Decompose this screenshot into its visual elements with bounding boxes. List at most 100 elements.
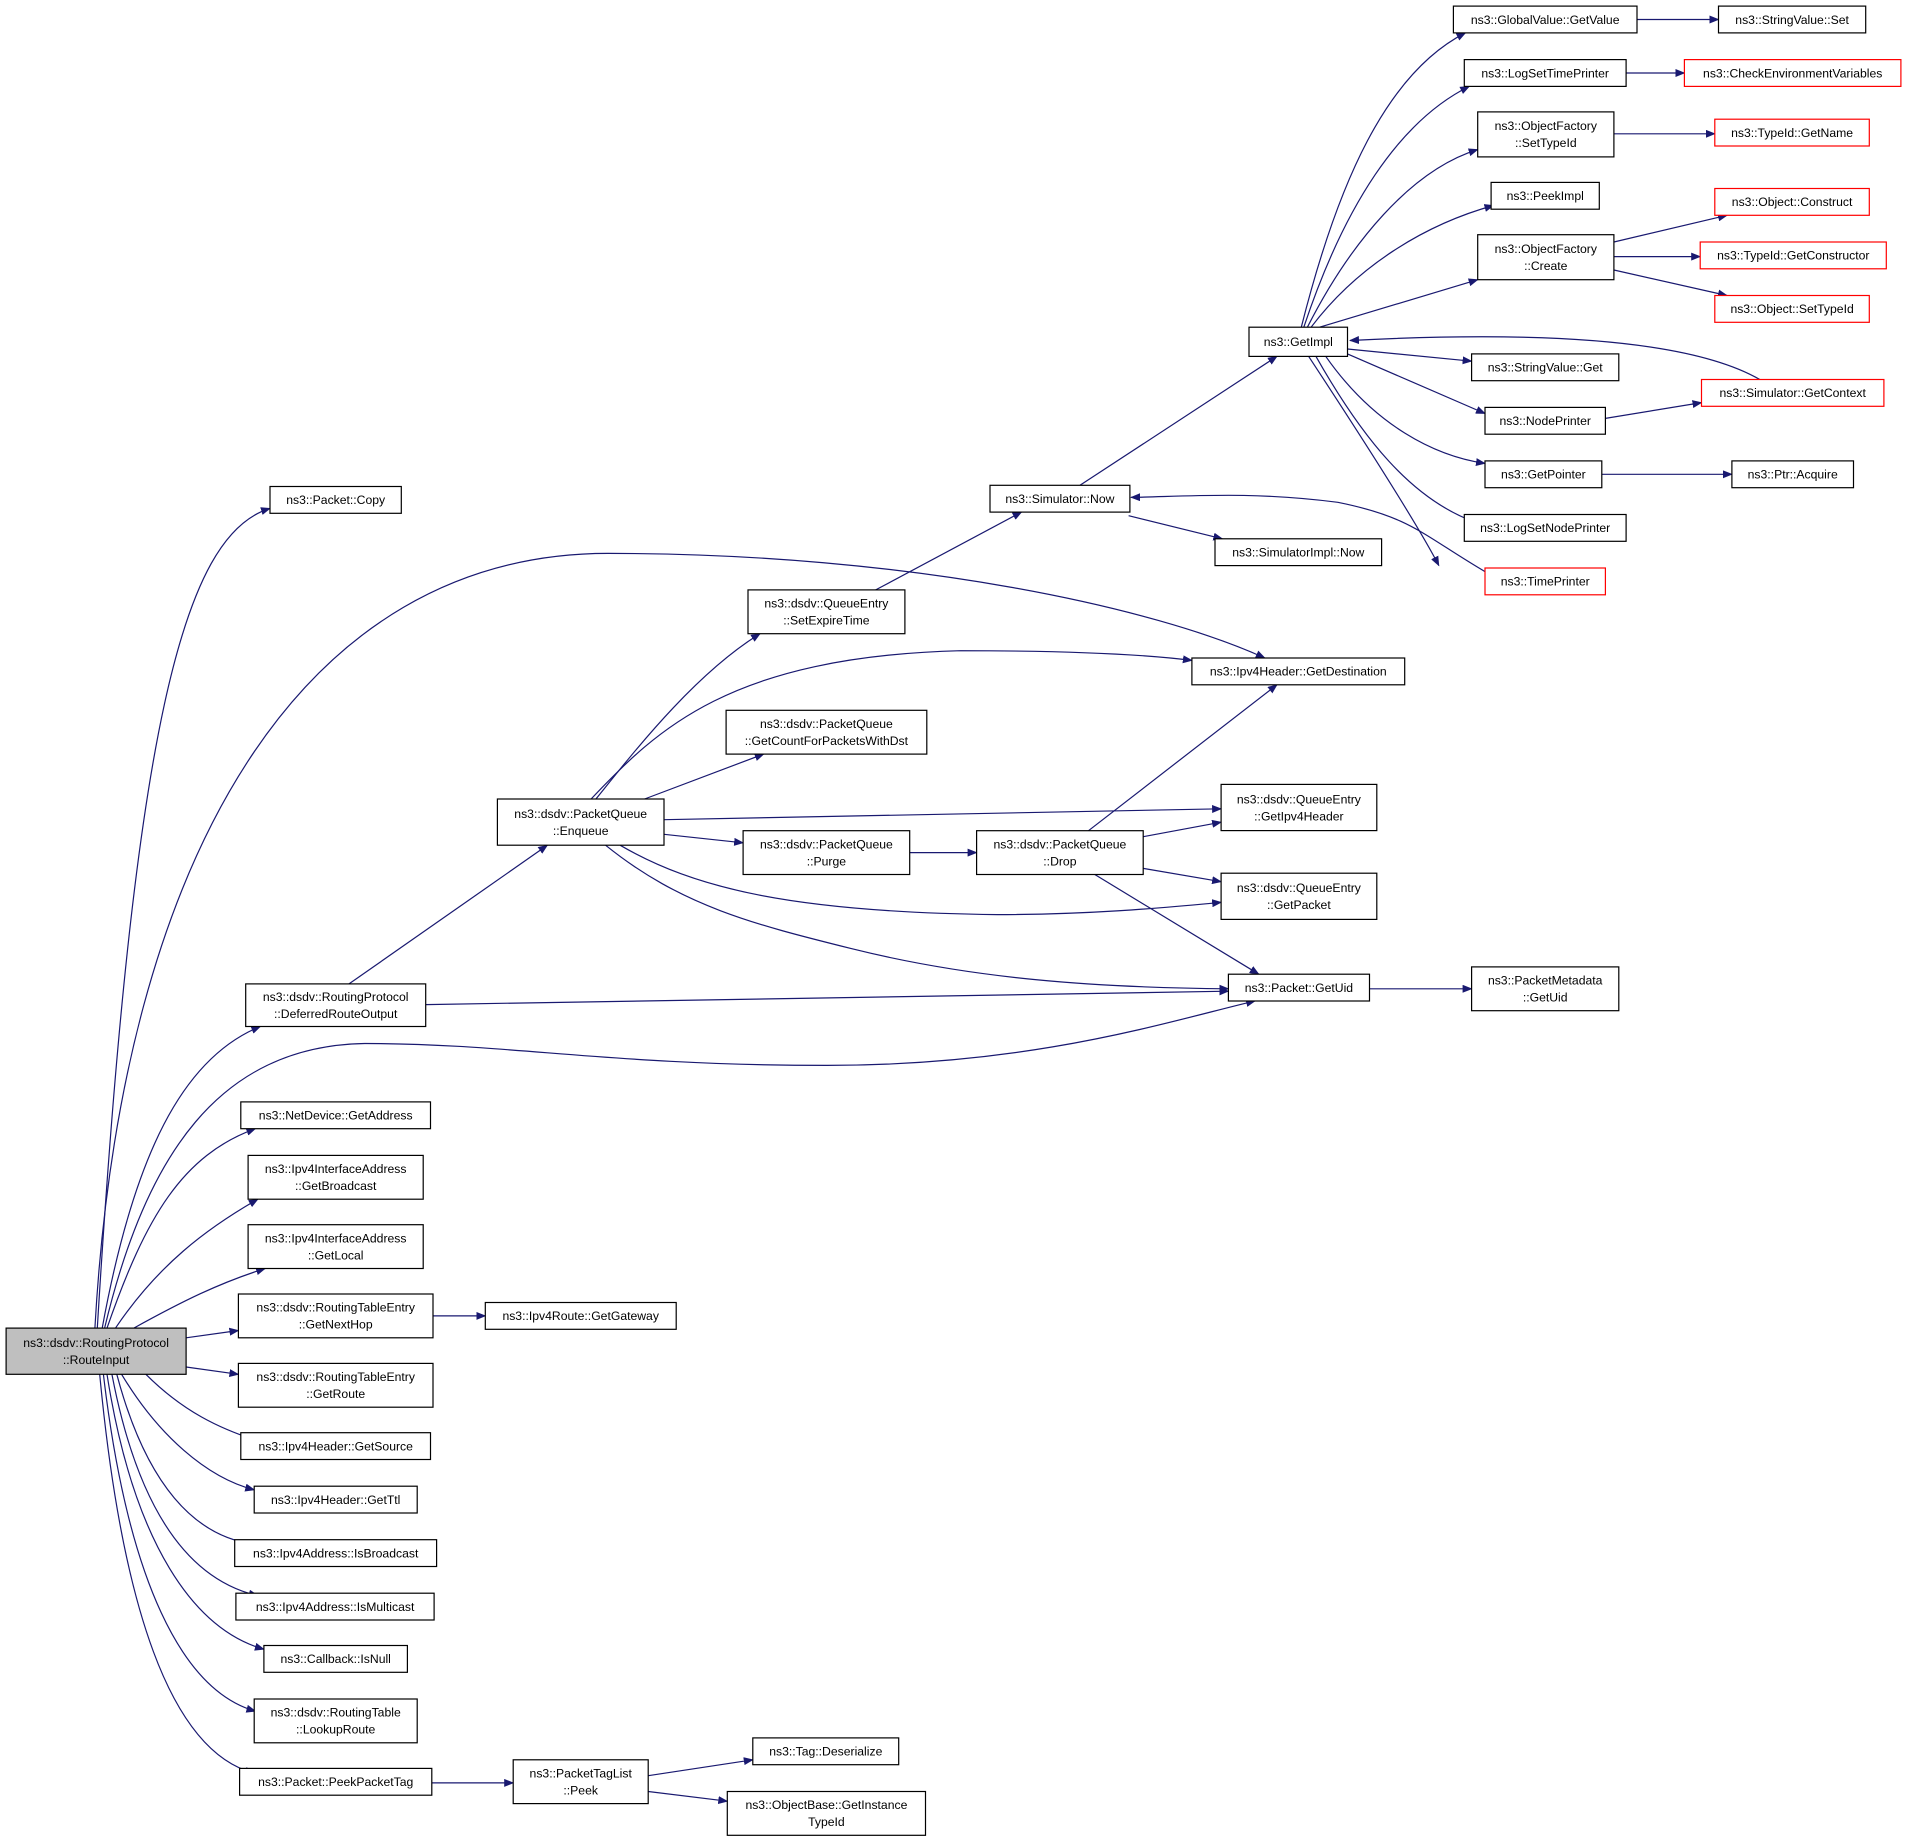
- node-packetGetUid[interactable]: ns3::Packet::GetUid: [1227, 973, 1371, 1002]
- edge-root-to-ifaceGetLocal: [133, 1267, 267, 1329]
- node-root[interactable]: ns3::dsdv::RoutingProtocol::RouteInput: [5, 1327, 187, 1375]
- node-label-line: ns3::GlobalValue::GetValue: [1471, 13, 1620, 27]
- node-label-line: ns3::Packet::GetUid: [1245, 981, 1353, 995]
- node-label-line: ns3::TypeId::GetConstructor: [1717, 249, 1869, 263]
- node-label-line: ::Create: [1524, 259, 1568, 273]
- node-tagDeserialize[interactable]: ns3::Tag::Deserialize: [752, 1737, 900, 1766]
- node-rteGetRoute[interactable]: ns3::dsdv::RoutingTableEntry::GetRoute: [237, 1362, 434, 1408]
- node-label-line: ns3::PacketMetadata: [1488, 974, 1603, 988]
- node-getDestination[interactable]: ns3::Ipv4Header::GetDestination: [1191, 657, 1406, 686]
- node-tagListPeek[interactable]: ns3::PacketTagList::Peek: [512, 1759, 649, 1805]
- node-typeIdGetName[interactable]: ns3::TypeId::GetName: [1714, 118, 1870, 147]
- edge-root-to-netdevGetAddress: [106, 1127, 257, 1329]
- node-cbIsNull[interactable]: ns3::Callback::IsNull: [263, 1644, 408, 1673]
- node-drop[interactable]: ns3::dsdv::PacketQueue::Drop: [975, 830, 1144, 876]
- node-ifaceGetBroadcast[interactable]: ns3::Ipv4InterfaceAddress::GetBroadcast: [247, 1154, 424, 1200]
- node-addrIsBroadcast[interactable]: ns3::Ipv4Address::IsBroadcast: [234, 1539, 438, 1568]
- node-label-line: ns3::Ipv4Address::IsBroadcast: [253, 1546, 419, 1560]
- node-routeGetGateway[interactable]: ns3::Ipv4Route::GetGateway: [484, 1301, 677, 1330]
- node-objSetTypeId[interactable]: ns3::Object::SetTypeId: [1714, 294, 1870, 323]
- node-getPointer[interactable]: ns3::GetPointer: [1484, 460, 1603, 489]
- edge-getImpl-to-timePrinter: [1308, 355, 1440, 567]
- node-label-line: ::RouteInput: [63, 1353, 130, 1367]
- node-simGetContext[interactable]: ns3::Simulator::GetContext: [1700, 378, 1885, 407]
- node-checkEnv[interactable]: ns3::CheckEnvironmentVariables: [1683, 58, 1902, 87]
- node-box: [1214, 538, 1383, 567]
- node-label-line: ::DeferredRouteOutput: [274, 1007, 398, 1021]
- node-label-line: ::GetRoute: [306, 1387, 365, 1401]
- node-rtLookupRoute[interactable]: ns3::dsdv::RoutingTable::LookupRoute: [253, 1698, 418, 1744]
- node-label-line: ns3::dsdv::PacketQueue: [760, 837, 893, 851]
- node-getCount[interactable]: ns3::dsdv::PacketQueue::GetCountForPacke…: [725, 709, 928, 755]
- node-box: [725, 709, 928, 755]
- node-hdrGetSource[interactable]: ns3::Ipv4Header::GetSource: [240, 1432, 432, 1461]
- node-netdevGetAddress[interactable]: ns3::NetDevice::GetAddress: [240, 1101, 432, 1130]
- node-box: [237, 1362, 434, 1408]
- edge-getImpl-to-ofCreate: [1319, 278, 1479, 328]
- node-label-line: ::GetBroadcast: [295, 1179, 377, 1193]
- node-box: [1248, 326, 1349, 358]
- node-label-line: ::GetUid: [1523, 991, 1568, 1005]
- node-svGet[interactable]: ns3::StringValue::Get: [1470, 353, 1620, 382]
- node-box: [726, 1790, 927, 1836]
- node-rteGetNextHop[interactable]: ns3::dsdv::RoutingTableEntry::GetNextHop: [237, 1293, 434, 1339]
- node-peekPacketTag[interactable]: ns3::Packet::PeekPacketTag: [239, 1767, 433, 1796]
- node-simNow[interactable]: ns3::Simulator::Now: [989, 484, 1131, 513]
- edge-simNow-to-getImpl: [1079, 355, 1278, 486]
- node-simImplNow[interactable]: ns3::SimulatorImpl::Now: [1214, 538, 1383, 567]
- node-qeGetPacket[interactable]: ns3::dsdv::QueueEntry::GetPacket: [1220, 872, 1378, 921]
- node-addrIsMulticast[interactable]: ns3::Ipv4Address::IsMulticast: [235, 1592, 435, 1621]
- node-objConstruct[interactable]: ns3::Object::Construct: [1714, 187, 1870, 216]
- node-box: [1683, 58, 1902, 87]
- node-setExpireTime[interactable]: ns3::dsdv::QueueEntry::SetExpireTime: [747, 589, 906, 635]
- node-getImpl[interactable]: ns3::GetImpl: [1248, 326, 1349, 358]
- node-ifaceGetLocal[interactable]: ns3::Ipv4InterfaceAddress::GetLocal: [247, 1224, 424, 1270]
- node-typeIdGetCtor[interactable]: ns3::TypeId::GetConstructor: [1699, 241, 1887, 270]
- node-label-line: ns3::Ipv4Address::IsMulticast: [256, 1600, 415, 1614]
- edge-layer: [94, 15, 1761, 1805]
- node-label-line: ns3::Ipv4Header::GetTtl: [271, 1493, 400, 1507]
- node-box: [1484, 406, 1607, 435]
- node-enqueue[interactable]: ns3::dsdv::PacketQueue::Enqueue: [496, 798, 665, 846]
- node-timePrinter[interactable]: ns3::TimePrinter: [1484, 567, 1607, 596]
- node-label-line: ns3::LogSetNodePrinter: [1480, 521, 1610, 535]
- node-logSetNodePrinter[interactable]: ns3::LogSetNodePrinter: [1463, 513, 1627, 542]
- node-label-line: ::LookupRoute: [296, 1723, 376, 1737]
- node-svSet[interactable]: ns3::StringValue::Set: [1717, 5, 1867, 34]
- node-box: [512, 1759, 649, 1805]
- node-label-line: ns3::Packet::PeekPacketTag: [258, 1775, 413, 1789]
- node-layer: ns3::dsdv::RoutingProtocol::RouteInputns…: [5, 5, 1902, 1836]
- node-logSetTimePrinter[interactable]: ns3::LogSetTimePrinter: [1463, 58, 1627, 87]
- node-label-line: ns3::dsdv::QueueEntry: [1237, 792, 1362, 806]
- node-box: [1220, 783, 1378, 832]
- node-deferred[interactable]: ns3::dsdv::RoutingProtocol::DeferredRout…: [245, 983, 427, 1028]
- node-box: [247, 1224, 424, 1270]
- edge-deferred-to-enqueue: [348, 844, 549, 985]
- node-box: [1714, 187, 1870, 216]
- node-gvGetValue[interactable]: ns3::GlobalValue::GetValue: [1452, 5, 1638, 34]
- node-peekImpl[interactable]: ns3::PeekImpl: [1490, 181, 1600, 210]
- node-box: [1477, 234, 1615, 281]
- node-hdrGetTtl[interactable]: ns3::Ipv4Header::GetTtl: [253, 1485, 418, 1514]
- node-packetCopy[interactable]: ns3::Packet::Copy: [269, 485, 402, 514]
- edge-drop-to-getDestination: [1088, 684, 1278, 832]
- node-metadataGetUid[interactable]: ns3::PacketMetadata::GetUid: [1470, 966, 1620, 1012]
- node-label-line: ns3::StringValue::Get: [1488, 361, 1604, 375]
- node-nodePrinter[interactable]: ns3::NodePrinter: [1484, 406, 1607, 435]
- node-label-line: ns3::Tag::Deserialize: [769, 1745, 882, 1759]
- node-label-line: ns3::Ipv4Route::GetGateway: [502, 1309, 659, 1323]
- node-box: [1477, 111, 1615, 158]
- edge-simNow-to-simImplNow: [1128, 515, 1224, 541]
- node-purge[interactable]: ns3::dsdv::PacketQueue::Purge: [742, 830, 911, 876]
- node-ofCreate[interactable]: ns3::ObjectFactory::Create: [1477, 234, 1615, 281]
- node-box: [234, 1539, 438, 1568]
- node-getIpv4Header[interactable]: ns3::dsdv::QueueEntry::GetIpv4Header: [1220, 783, 1378, 832]
- node-ptrAcquire[interactable]: ns3::Ptr::Acquire: [1731, 460, 1855, 489]
- node-label-line: ns3::SimulatorImpl::Now: [1232, 546, 1364, 560]
- node-label-line: ns3::PeekImpl: [1507, 189, 1584, 203]
- node-ofSetTypeId[interactable]: ns3::ObjectFactory::SetTypeId: [1477, 111, 1615, 158]
- edge-root-to-getDestination: [94, 552, 1266, 1329]
- node-box: [237, 1293, 434, 1339]
- edge-setExpireTime-to-simNow: [875, 511, 1023, 591]
